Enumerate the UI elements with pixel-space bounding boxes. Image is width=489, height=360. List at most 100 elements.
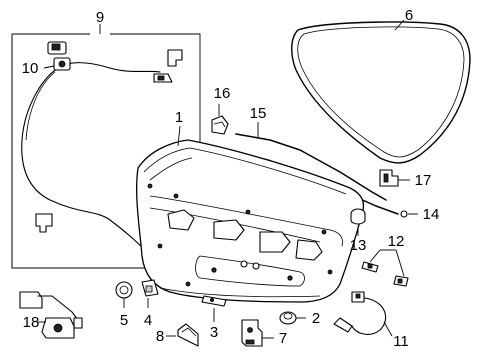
lid-rubber-stop — [350, 208, 366, 236]
actuator-body — [333, 317, 353, 333]
weatherstrip-inner — [297, 26, 465, 158]
actuator-connector-pin — [355, 293, 361, 299]
release-cable-kit-box — [11, 24, 201, 269]
grommet-body — [279, 311, 297, 325]
inner-opening-right — [295, 239, 323, 261]
leader-11 — [383, 321, 393, 337]
garnish-detail — [181, 327, 197, 337]
lid-clip-set — [361, 249, 409, 287]
cable-upper — [57, 62, 161, 73]
callout-15: 15 — [250, 105, 267, 122]
stay-rod-end — [400, 210, 418, 218]
callout-8: 8 — [156, 328, 164, 345]
leader-12a — [369, 249, 381, 263]
latch-hook — [245, 339, 255, 345]
rubber-stop-body — [350, 213, 366, 225]
lid-hole-5 — [157, 243, 163, 249]
garnish-body — [177, 323, 199, 347]
lid-garnish-piece — [166, 323, 199, 347]
callout-10: 10 — [22, 60, 39, 77]
trunk-lid-outer — [136, 139, 365, 303]
plate-bolt-hole-left — [211, 267, 217, 273]
trunk-lid-ridge — [143, 147, 347, 195]
weatherstrip-outer — [291, 21, 471, 164]
round-fastener-head — [115, 281, 133, 299]
round-fastener-center — [119, 285, 129, 295]
lid-hole-4 — [321, 229, 327, 235]
callout-5: 5 — [120, 312, 128, 329]
trunk-latch — [241, 319, 274, 347]
callout-7: 7 — [279, 330, 287, 347]
cable-sheath — [25, 71, 56, 141]
leader-10 — [43, 65, 55, 69]
lid-hole-6 — [185, 281, 191, 287]
inner-opening-left — [167, 209, 195, 231]
latch-pivot — [247, 327, 253, 333]
callout-2: 2 — [312, 310, 320, 327]
callout-4: 4 — [144, 312, 152, 329]
stay-rod-upper — [235, 133, 387, 201]
callout-1: 1 — [175, 109, 183, 126]
inner-opening-center-right — [259, 231, 291, 253]
cable-bracket-lower-slot — [157, 75, 165, 81]
callout-17: 17 — [415, 172, 432, 189]
cable-bracket-upper — [167, 49, 183, 67]
cable-clip-tab — [51, 43, 61, 51]
rod-end-pivot — [400, 210, 408, 218]
callout-6: 6 — [405, 7, 413, 24]
callout-18: 18 — [23, 314, 40, 331]
plate-center-hole-2 — [252, 262, 260, 270]
hinge-clip-detail — [213, 121, 226, 128]
trunk-lid-bottom-edge — [159, 287, 321, 298]
striker-plate-body — [201, 295, 227, 307]
plate-center-hole-1 — [240, 260, 248, 268]
hinge-clip-body — [211, 115, 229, 135]
callout-14: 14 — [423, 206, 440, 223]
trunk-lid-hinge-clip — [211, 104, 229, 135]
switch-connector — [73, 317, 83, 329]
trunk-lid-bumper — [379, 169, 410, 187]
bumper-slot — [383, 173, 389, 183]
inner-opening-center-left — [213, 219, 245, 241]
clip-12-right-slot — [397, 278, 403, 284]
lid-hole-1 — [147, 183, 153, 189]
trunk-switch-assembly — [19, 291, 83, 339]
leader-6 — [394, 19, 405, 31]
cable-end-clip-hole — [58, 60, 66, 68]
clip-12-left-slot — [367, 263, 373, 269]
trunk-lid-panel — [136, 125, 365, 303]
square-fastener-center — [145, 285, 153, 293]
callout-16: 16 — [214, 85, 231, 102]
inner-frame-top — [149, 195, 343, 247]
striker-plate — [201, 295, 227, 322]
callout-13: 13 — [350, 237, 367, 254]
callout-12: 12 — [388, 233, 405, 250]
switch-upper-housing — [19, 291, 43, 309]
actuator-harness — [351, 297, 387, 335]
plate-bolt-hole-right — [287, 275, 293, 281]
lid-hole-7 — [327, 269, 333, 275]
leader-1 — [177, 125, 181, 147]
trunk-lid-ridge-2 — [149, 157, 193, 181]
grommet-inner — [283, 312, 293, 320]
latch-body — [241, 319, 263, 347]
lid-hole-2 — [173, 193, 179, 199]
release-cable — [21, 67, 151, 256]
leader-12b — [395, 249, 405, 277]
callout-3: 3 — [210, 324, 218, 341]
trunk-weatherstrip — [291, 19, 471, 164]
switch-harness — [37, 295, 79, 321]
lid-hole-3 — [245, 209, 251, 215]
cable-retainer-clip — [35, 213, 53, 233]
round-fastener — [115, 281, 133, 308]
license-plate-recess — [195, 255, 305, 287]
striker-plate-hole — [209, 297, 214, 302]
callout-11: 11 — [393, 333, 409, 350]
bumper-body — [379, 169, 399, 187]
callout-9: 9 — [96, 9, 104, 26]
latch-release-actuator — [333, 291, 393, 337]
switch-lens — [53, 323, 63, 333]
square-fastener — [141, 279, 159, 308]
trunk-grommet — [279, 311, 306, 325]
